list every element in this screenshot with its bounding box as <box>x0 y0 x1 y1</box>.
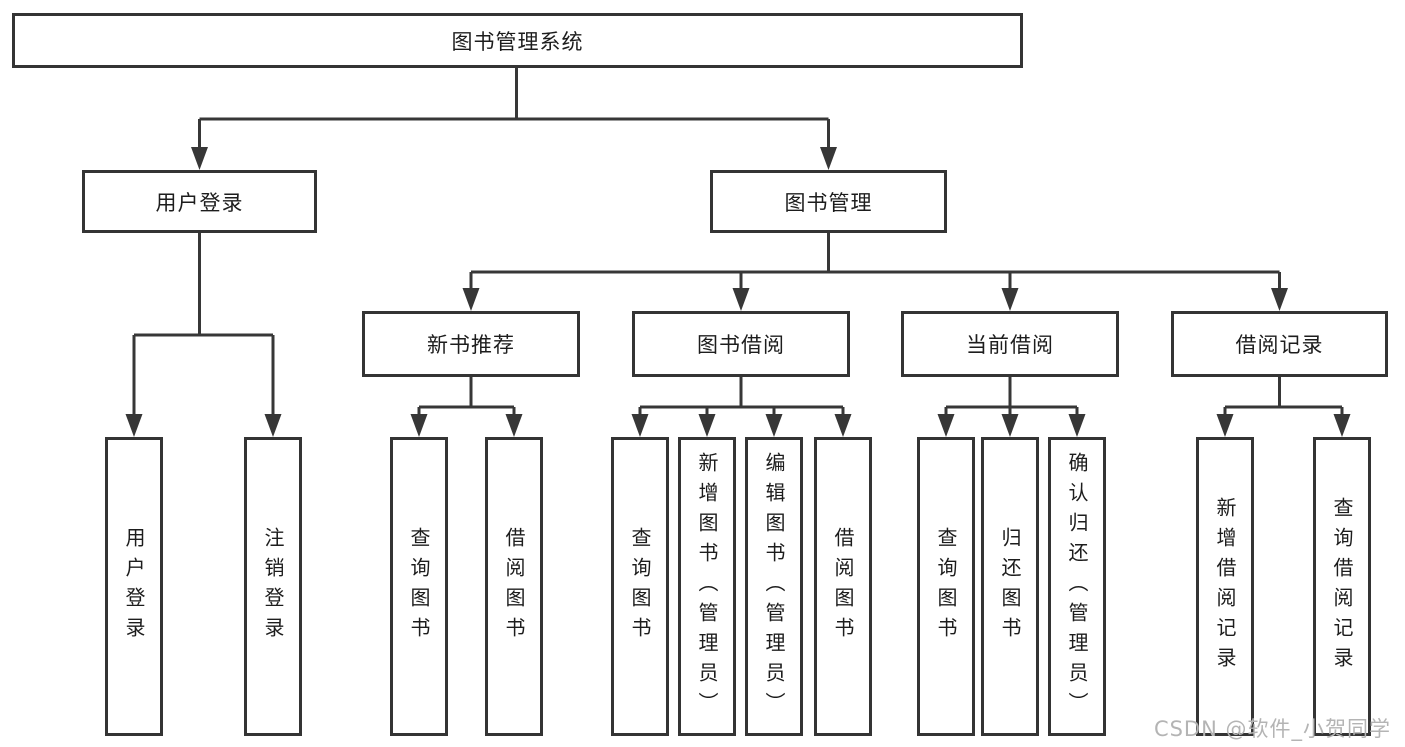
node-root: 图书管理系统 <box>12 13 1023 68</box>
leaf-query-books-2: 查询图书 <box>611 437 669 736</box>
leaf-confirm-return-admin: 确认归还（管理员） <box>1048 437 1106 736</box>
leaf-borrow-books-1-label: 借阅图书 <box>502 526 526 647</box>
leaf-query-books-1-label: 查询图书 <box>407 526 431 647</box>
leaf-logout-login: 注销登录 <box>244 437 302 736</box>
leaf-query-borrow-record: 查询借阅记录 <box>1313 437 1371 736</box>
leaf-query-books-1: 查询图书 <box>390 437 448 736</box>
node-current-borrow: 当前借阅 <box>901 311 1119 377</box>
node-borrow-records-label: 借阅记录 <box>1235 333 1324 357</box>
csdn-watermark: CSDN @软件_小贺同学 <box>1153 717 1391 741</box>
node-new-book-recommend-label: 新书推荐 <box>427 333 515 357</box>
node-new-book-recommend: 新书推荐 <box>362 311 580 377</box>
leaf-add-books-admin-label: 新增图书（管理员） <box>695 451 719 722</box>
node-borrow-records: 借阅记录 <box>1171 311 1388 377</box>
leaf-query-books-3: 查询图书 <box>917 437 975 736</box>
leaf-return-books-label: 归还图书 <box>998 526 1022 647</box>
arrowhead-icons <box>125 147 1351 437</box>
leaf-edit-books-admin: 编辑图书（管理员） <box>745 437 803 736</box>
node-root-label: 图书管理系统 <box>451 29 584 54</box>
node-book-management-label: 图书管理 <box>784 190 873 215</box>
node-book-borrow-label: 图书借阅 <box>697 333 785 357</box>
leaf-borrow-books-2-label: 借阅图书 <box>831 526 855 647</box>
connector-line-path <box>132 68 1344 417</box>
node-user-login-label: 用户登录 <box>155 190 244 215</box>
node-book-borrow: 图书借阅 <box>632 311 850 377</box>
leaf-query-borrow-record-label: 查询借阅记录 <box>1330 496 1354 677</box>
node-user-login: 用户登录 <box>82 170 317 233</box>
leaf-borrow-books-1: 借阅图书 <box>485 437 543 736</box>
leaf-add-borrow-record: 新增借阅记录 <box>1196 437 1254 736</box>
leaf-return-books: 归还图书 <box>981 437 1039 736</box>
leaf-query-books-3-label: 查询图书 <box>934 526 958 647</box>
leaf-add-borrow-record-label: 新增借阅记录 <box>1213 496 1237 677</box>
leaf-logout-login-label: 注销登录 <box>261 526 285 647</box>
node-book-management: 图书管理 <box>710 170 947 233</box>
node-current-borrow-label: 当前借阅 <box>966 333 1054 357</box>
leaf-borrow-books-2: 借阅图书 <box>814 437 872 736</box>
leaf-user-login: 用户登录 <box>105 437 163 736</box>
leaf-confirm-return-admin-label: 确认归还（管理员） <box>1065 451 1089 722</box>
leaf-add-books-admin: 新增图书（管理员） <box>678 437 736 736</box>
leaf-edit-books-admin-label: 编辑图书（管理员） <box>762 451 786 722</box>
leaf-user-login-label: 用户登录 <box>122 526 146 647</box>
leaf-query-books-2-label: 查询图书 <box>628 526 652 647</box>
